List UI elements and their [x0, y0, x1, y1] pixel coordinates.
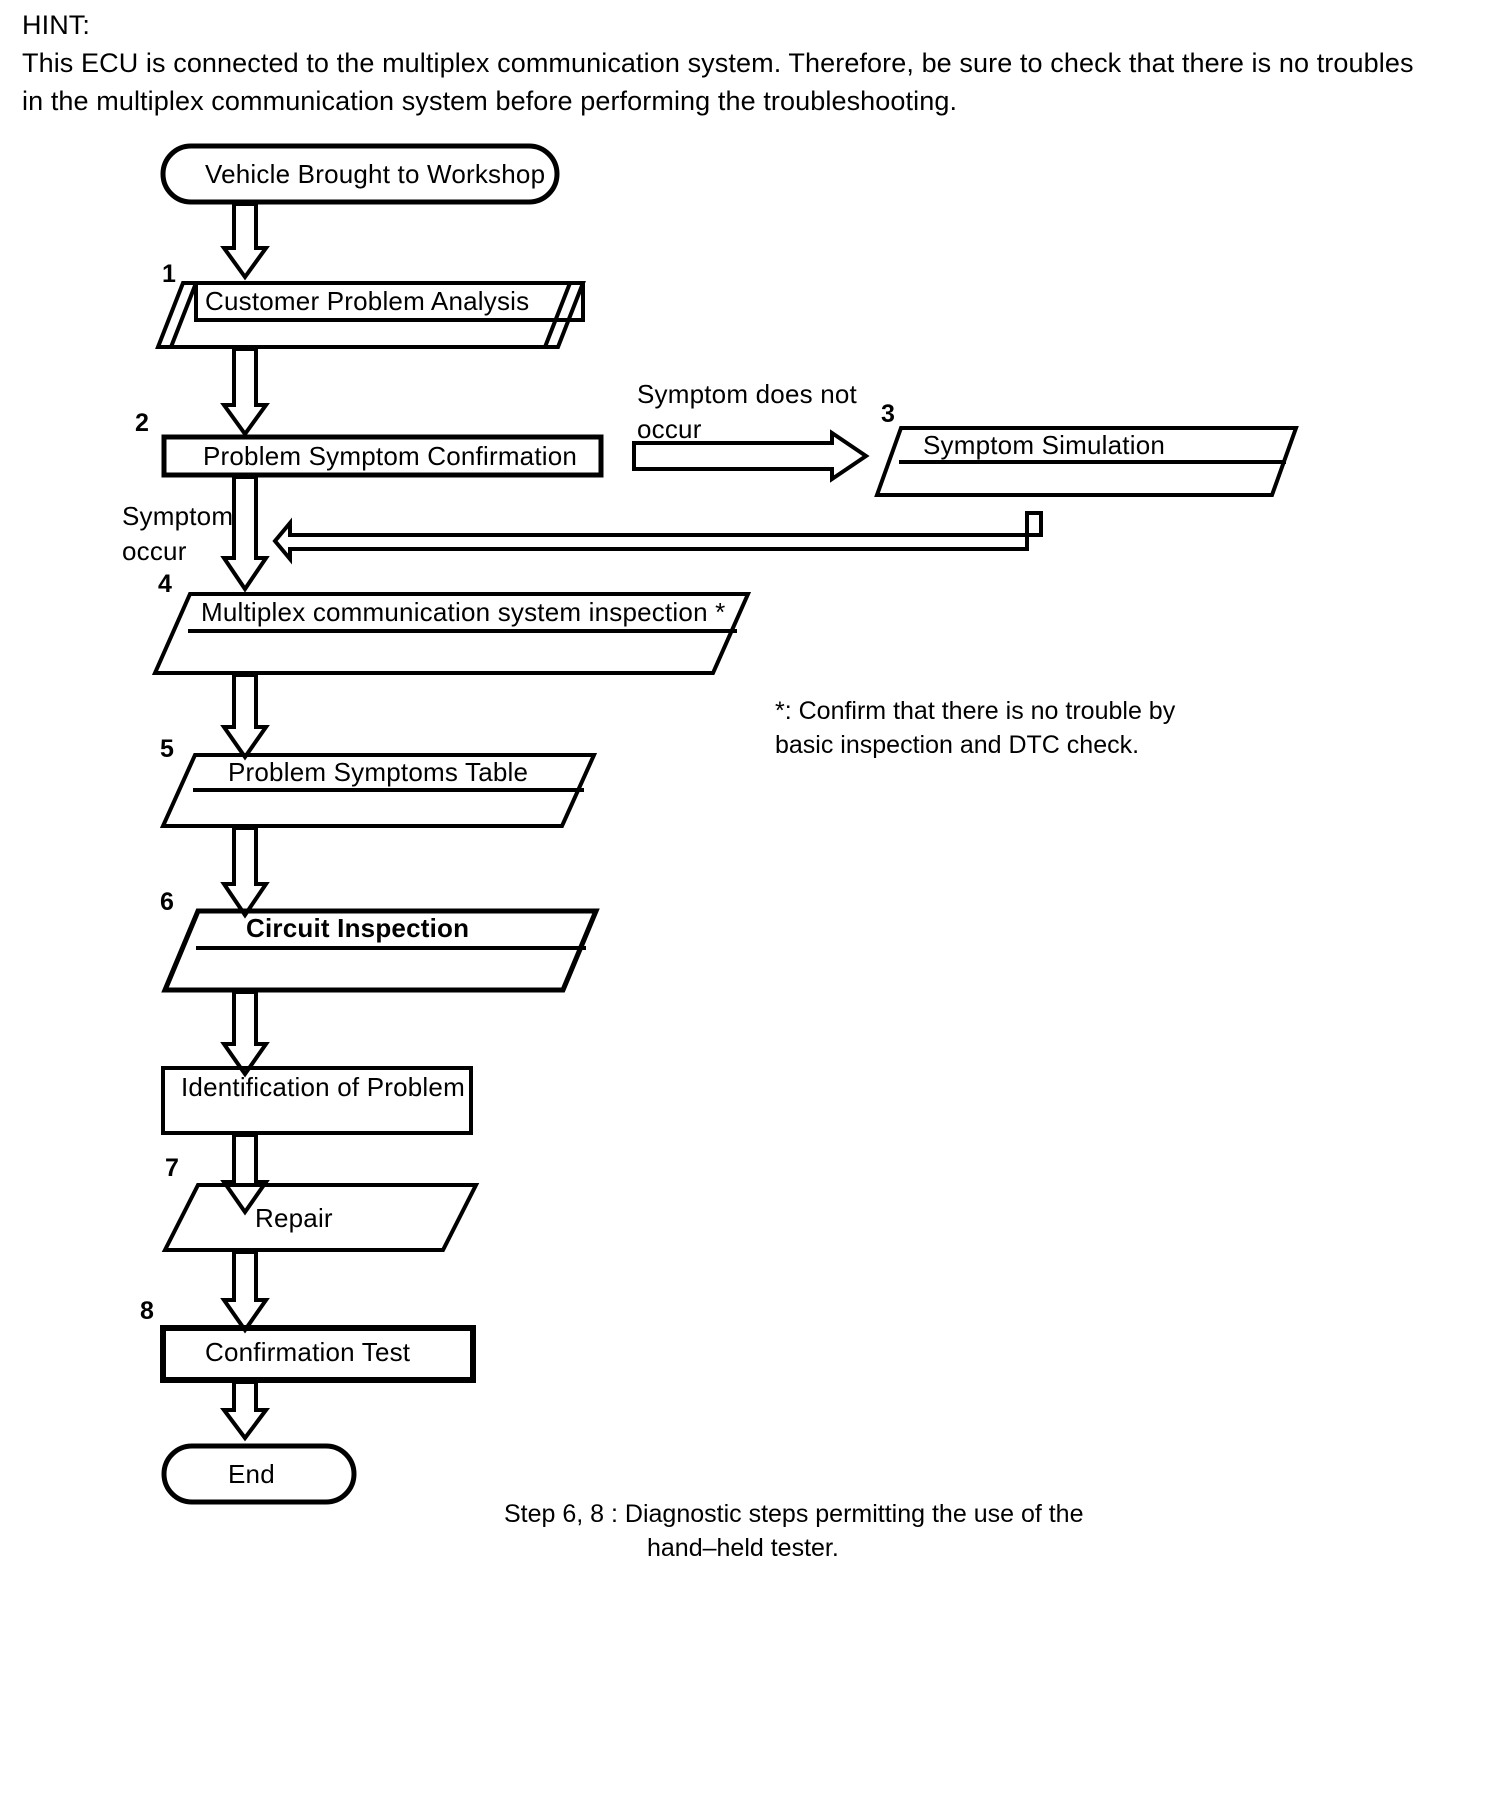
node-4-label: Multiplex communication system inspectio…: [201, 597, 726, 627]
step-number-6: 6: [160, 888, 174, 916]
node-6-label: Circuit Inspection: [246, 913, 470, 943]
node-7-label: Repair: [255, 1203, 333, 1233]
node-start-label: Vehicle Brought to Workshop: [205, 159, 546, 189]
edge-label-symptom-does-not-occur-line1: Symptom does not: [637, 379, 857, 409]
arrow-4-to-5: [220, 673, 270, 761]
footnote-line-2: basic inspection and DTC check.: [775, 731, 1140, 759]
node-1-front-body: [183, 320, 583, 347]
arrow-8-to-end: [220, 1380, 270, 1442]
arrow-1-to-2: [220, 347, 270, 438]
node-3-label: Symptom Simulation: [923, 430, 1166, 460]
step-number-5: 5: [160, 735, 174, 763]
node-5-label: Problem Symptoms Table: [228, 757, 529, 787]
caption-line-1: Step 6, 8 : Diagnostic steps permitting …: [504, 1500, 1084, 1528]
arrow-start-to-1: [220, 202, 270, 281]
hint-body: This ECU is connected to the multiplex c…: [22, 48, 1414, 116]
step-number-4: 4: [158, 570, 172, 598]
node-end-label: End: [228, 1459, 275, 1489]
arrow-3-to-4-return: [272, 511, 1043, 565]
hint-title: HINT:: [22, 10, 90, 40]
node-identification-label: Identification of Problem: [181, 1072, 465, 1102]
step-number-1: 1: [162, 260, 176, 288]
arrow-7-to-8: [220, 1250, 270, 1334]
arrow-5-to-6: [220, 826, 270, 919]
step-number-7: 7: [165, 1154, 179, 1182]
footnote-line-1: *: Confirm that there is no trouble by: [775, 697, 1176, 725]
node-8-label: Confirmation Test: [205, 1337, 411, 1367]
edge-label-symptom-does-not-occur-line2: occur: [637, 414, 702, 444]
edge-label-symptom-occur-line2: occur: [122, 536, 187, 566]
step-number-3: 3: [881, 400, 895, 428]
step-number-2: 2: [135, 409, 149, 437]
arrow-identification-to-7: [220, 1133, 270, 1216]
node-2-label: Problem Symptom Confirmation: [203, 441, 578, 471]
step-number-8: 8: [140, 1297, 154, 1325]
arrow-6-to-identification: [220, 990, 270, 1078]
node-1-label: Customer Problem Analysis: [205, 286, 530, 316]
hint-block: HINT: This ECU is connected to the multi…: [22, 6, 1452, 120]
edge-label-symptom-occur-line1: Symptom: [122, 501, 234, 531]
caption-line-2: hand–held tester.: [647, 1534, 839, 1562]
